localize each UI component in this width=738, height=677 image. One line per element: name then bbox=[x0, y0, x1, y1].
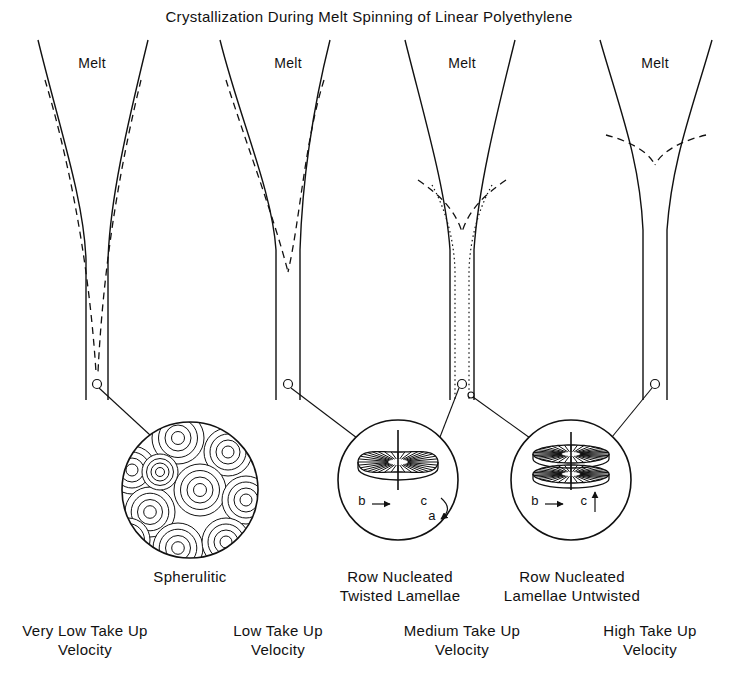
velocity-label: Medium Take Up Velocity bbox=[397, 622, 527, 660]
lamella-ray bbox=[580, 472, 608, 473]
spherulite-ring bbox=[174, 464, 226, 516]
spherulite-ring bbox=[117, 529, 139, 551]
lamella-ray bbox=[580, 452, 608, 453]
lamellae bbox=[358, 430, 609, 490]
melt-label: Melt bbox=[625, 55, 685, 73]
lamella-ray bbox=[359, 463, 389, 466]
oriented-shell bbox=[432, 185, 492, 400]
spherulite-ring bbox=[144, 506, 157, 519]
sample-points bbox=[93, 380, 660, 399]
spherulite-ring bbox=[216, 440, 240, 464]
lamella-edge bbox=[358, 462, 438, 480]
spherulite-ring bbox=[159, 529, 197, 567]
morphology-label: Spherulitic bbox=[110, 568, 270, 587]
lamella-rim bbox=[533, 465, 609, 483]
melt-label: Melt bbox=[62, 55, 122, 73]
lamella-ray bbox=[408, 462, 438, 463]
spherulite-ring bbox=[222, 446, 234, 458]
spherulite-ring bbox=[222, 476, 270, 524]
axis-label: c bbox=[578, 493, 590, 509]
lamella-rim bbox=[358, 452, 438, 473]
lamella-ray bbox=[408, 459, 438, 462]
axis-label: b bbox=[355, 493, 369, 509]
lamella-ray bbox=[571, 456, 572, 463]
lamella-ray bbox=[534, 454, 562, 455]
lamella-ray bbox=[534, 474, 562, 475]
lamella-ray bbox=[358, 462, 388, 463]
spherulite-ring bbox=[159, 419, 198, 458]
title: Crystallization During Melt Spinning of … bbox=[19, 8, 719, 27]
spherulite-ring bbox=[126, 464, 138, 476]
lamella-ray bbox=[571, 465, 572, 472]
spherulite-ring bbox=[147, 459, 174, 486]
lamella-ray bbox=[574, 476, 584, 482]
morphology-label: Row Nucleated Lamellae Untwisted bbox=[497, 568, 647, 606]
spherulite-ring bbox=[112, 524, 145, 557]
spherulitic-view bbox=[122, 422, 258, 558]
lamella-ray bbox=[400, 465, 405, 472]
spherulite-ring bbox=[153, 523, 203, 573]
crystallization-front bbox=[45, 80, 706, 372]
spherulite-ring bbox=[172, 432, 185, 445]
lamella-ray bbox=[404, 464, 423, 472]
lamella-ray bbox=[571, 476, 572, 483]
morphology-label: Row Nucleated Twisted Lamellae bbox=[330, 568, 470, 606]
velocity-label: Very Low Take Up Velocity bbox=[10, 622, 160, 660]
spherulite-ring bbox=[194, 484, 207, 497]
lamella-edge bbox=[533, 474, 609, 488]
melt-label: Melt bbox=[258, 55, 318, 73]
lamella-ray bbox=[372, 452, 391, 460]
lamella-ray bbox=[558, 446, 568, 452]
axis-arrows bbox=[372, 492, 595, 519]
lamella-ray bbox=[564, 445, 569, 452]
lamella-ray bbox=[564, 465, 569, 472]
spherulite-ring bbox=[138, 500, 163, 525]
axis-label: c bbox=[418, 493, 430, 509]
lamella-rim bbox=[533, 445, 609, 463]
spherulite-ring bbox=[220, 536, 232, 548]
lamella-ray bbox=[574, 456, 584, 462]
lamella-ray bbox=[401, 465, 411, 473]
lamella-ray bbox=[571, 445, 572, 452]
spherulite-ring bbox=[210, 434, 246, 470]
velocity-label: High Take Up Velocity bbox=[590, 622, 710, 660]
axis-label: a bbox=[426, 508, 438, 524]
spherulite-ring bbox=[240, 494, 252, 506]
spherulite-ring bbox=[187, 477, 213, 503]
untwisted-view bbox=[511, 420, 631, 540]
spherulites bbox=[106, 412, 270, 573]
spherulite-ring bbox=[156, 468, 165, 477]
lamella-ray bbox=[573, 456, 578, 463]
spherulite-ring bbox=[165, 425, 191, 451]
lamella-ray bbox=[573, 476, 578, 483]
lamella-ray bbox=[391, 452, 396, 459]
spherulite-ring bbox=[202, 518, 250, 566]
spherulite-ring bbox=[142, 454, 178, 490]
threadline-walls bbox=[38, 40, 712, 400]
spherulite-ring bbox=[172, 542, 185, 555]
twisted-view bbox=[338, 420, 458, 540]
velocity-label: Low Take Up Velocity bbox=[221, 622, 336, 660]
spherulite-ring bbox=[151, 463, 169, 481]
axis-label: b bbox=[528, 493, 542, 509]
melt-label: Melt bbox=[432, 55, 492, 73]
lamella-ray bbox=[398, 465, 399, 472]
spherulite-ring bbox=[234, 488, 258, 512]
spherulite-ring bbox=[123, 535, 134, 546]
lamella-ray bbox=[384, 452, 394, 460]
lamella-ray bbox=[398, 452, 399, 459]
spherulite-ring bbox=[181, 471, 220, 510]
lamella-ray bbox=[558, 466, 568, 472]
